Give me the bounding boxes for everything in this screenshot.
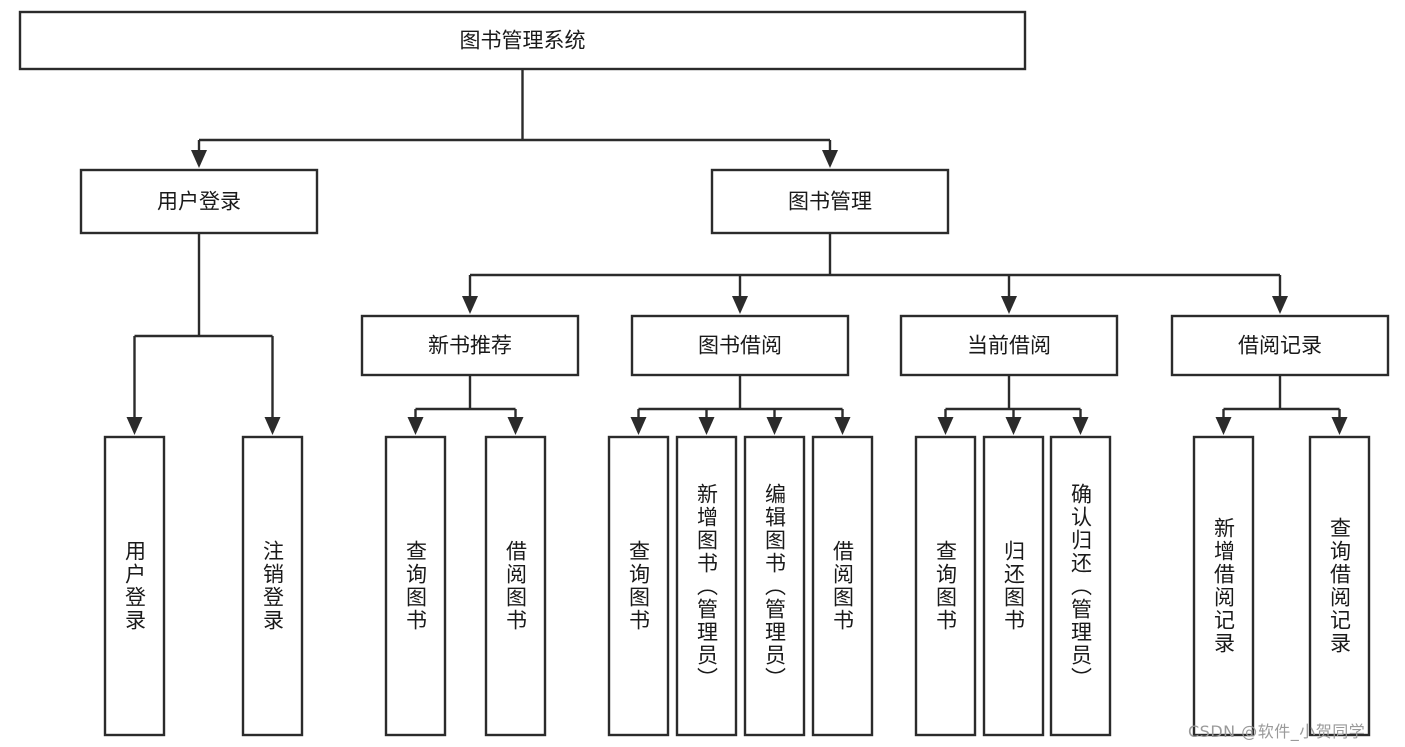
node-label-borrow-record: 借阅记录: [1238, 334, 1322, 358]
node-leaf-leaf-confirm-return[interactable]: [1049, 435, 1112, 737]
node-level3-new-book-rec[interactable]: [360, 314, 580, 377]
node-level3-borrow-record[interactable]: [1170, 314, 1390, 377]
node-level2-user-login[interactable]: [79, 168, 319, 235]
node-leaf-leaf-borrow-book-rec[interactable]: [484, 435, 547, 737]
arrow-head-icon-root-to-book-manage: [822, 150, 838, 168]
node-level3-book-borrow[interactable]: [630, 314, 850, 377]
arrow-head-icon-new-book-rec-to-leaf-borrow-book-rec: [507, 417, 524, 435]
arrow-head-icon-borrow-record-to-leaf-query-record: [1331, 417, 1348, 435]
node-leaf-leaf-user-logout[interactable]: [241, 435, 304, 737]
connectors-layer: [126, 69, 1348, 435]
node-leaf-leaf-query-record[interactable]: [1308, 435, 1371, 737]
arrow-head-icon-root-to-user-login: [191, 150, 207, 168]
arrow-head-icon-bookmanage-to-book-borrow: [732, 296, 748, 314]
node-level3-current-borrow[interactable]: [899, 314, 1119, 377]
arrow-head-icon-borrow-record-to-leaf-add-record: [1215, 417, 1232, 435]
arrow-head-icon-bookmanage-to-borrow-record: [1272, 296, 1288, 314]
node-leaf-leaf-query-book-current[interactable]: [914, 435, 977, 737]
arrow-head-icon-book-borrow-to-leaf-borrow-book: [834, 417, 851, 435]
node-leaf-leaf-add-book[interactable]: [675, 435, 738, 737]
node-label-current-borrow: 当前借阅: [967, 334, 1051, 358]
arrow-head-icon-current-borrow-to-leaf-query-book-current: [937, 417, 954, 435]
node-label-book-borrow: 图书借阅: [698, 334, 782, 358]
node-leaf-leaf-user-login[interactable]: [103, 435, 166, 737]
arrow-head-icon-book-borrow-to-leaf-edit-book: [766, 417, 783, 435]
arrow-head-icon-current-borrow-to-leaf-return-book: [1005, 417, 1022, 435]
arrow-head-icon-new-book-rec-to-leaf-query-book-rec: [407, 417, 424, 435]
arrow-head-icon-bookmanage-to-current-borrow: [1001, 296, 1017, 314]
arrow-head-icon-user-login-to-leaf-user-logout: [264, 417, 281, 435]
node-label-root: 图书管理系统: [460, 29, 586, 53]
node-leaf-leaf-edit-book[interactable]: [743, 435, 806, 737]
node-leaf-leaf-query-book-borrow[interactable]: [607, 435, 670, 737]
csdn-watermark: CSDN @软件_小贺同学: [1188, 722, 1366, 741]
node-label-book-manage: 图书管理: [788, 190, 872, 214]
node-leaf-leaf-borrow-book[interactable]: [811, 435, 874, 737]
arrow-head-icon-bookmanage-to-new-book-rec: [462, 296, 478, 314]
node-level2-book-manage[interactable]: [710, 168, 950, 235]
arrow-head-icon-user-login-to-leaf-user-login: [126, 417, 143, 435]
arrow-head-icon-book-borrow-to-leaf-query-book-borrow: [630, 417, 647, 435]
node-root-root[interactable]: [18, 10, 1027, 71]
arrow-head-icon-current-borrow-to-leaf-confirm-return: [1072, 417, 1089, 435]
node-leaf-leaf-return-book[interactable]: [982, 435, 1045, 737]
arrow-head-icon-book-borrow-to-leaf-add-book: [698, 417, 715, 435]
node-leaf-leaf-query-book-rec[interactable]: [384, 435, 447, 737]
node-label-new-book-rec: 新书推荐: [428, 334, 512, 358]
node-leaf-leaf-add-record[interactable]: [1192, 435, 1255, 737]
node-label-user-login: 用户登录: [157, 190, 241, 214]
